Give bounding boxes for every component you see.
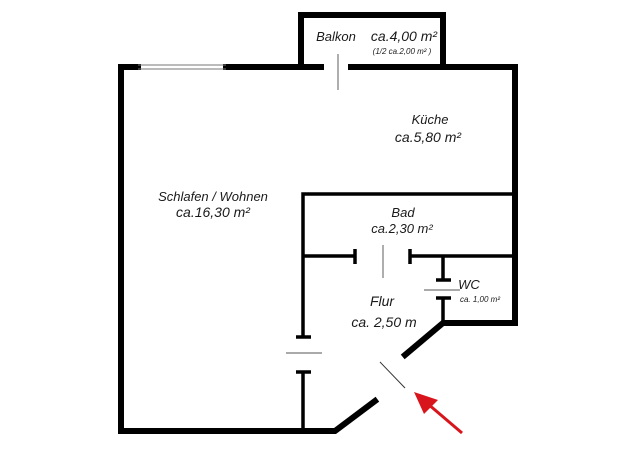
outer-wall-right	[348, 64, 518, 360]
door-entrance	[379, 361, 406, 389]
balcony-name: Balkon	[316, 29, 356, 44]
outer-walls	[118, 12, 518, 434]
living-area: ca.16,30 m²	[176, 204, 251, 220]
door-leaves	[286, 54, 460, 389]
window-top	[138, 64, 226, 70]
wall-kitchen-bath	[301, 192, 515, 337]
outer-wall-left	[118, 64, 380, 434]
balcony-note: (1/2 ca.2,00 m² )	[373, 47, 432, 56]
bath-name: Bad	[391, 205, 415, 220]
entrance-arrow-icon	[414, 392, 463, 435]
balcony-wall	[298, 12, 446, 70]
hall-name: Flur	[370, 293, 395, 309]
inner-walls	[296, 192, 515, 431]
wc-name: WC	[458, 277, 480, 292]
wc-area: ca. 1,00 m²	[460, 295, 500, 304]
living-name: Schlafen / Wohnen	[158, 189, 268, 204]
balcony-area: ca.4,00 m²	[371, 28, 438, 44]
bath-area: ca.2,30 m²	[371, 221, 433, 236]
hall-area: ca. 2,50 m	[351, 314, 417, 330]
kitchen-name: Küche	[412, 112, 449, 127]
kitchen-area: ca.5,80 m²	[395, 129, 462, 145]
